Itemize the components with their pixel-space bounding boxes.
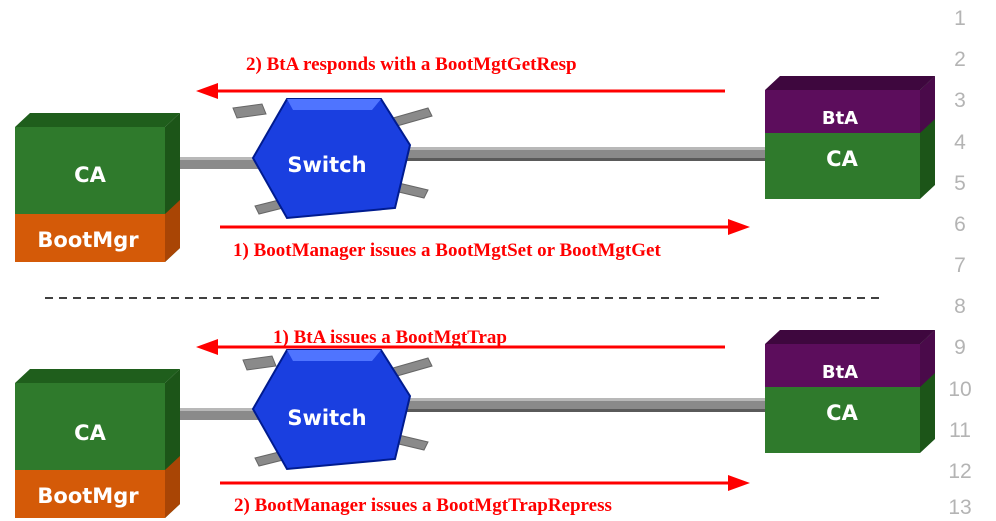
trap-arrow-left [196, 339, 725, 355]
left-bootmgr-label: BootMgr [37, 484, 139, 508]
line-number: 8 [954, 295, 966, 318]
cable-right [390, 147, 775, 161]
response-arrow-left [196, 83, 725, 99]
right-bta-label: BtA [822, 362, 858, 383]
left-ca-block [15, 127, 165, 214]
trap-arrow-text: 1) BtA issues a BootMgtTrap [273, 327, 507, 348]
line-number: 13 [948, 496, 971, 519]
line-number: 12 [948, 460, 971, 483]
right-bta-block [765, 344, 920, 387]
left-ca-block [15, 383, 165, 470]
line-number: 6 [954, 213, 966, 236]
left-ca-label: CA [74, 163, 106, 187]
panel-1: Switch CA BootMgr BtA CA 2) BtA res [15, 54, 935, 262]
right-bta-label: BtA [822, 108, 858, 129]
switch-device: Switch [232, 98, 433, 220]
response-arrow-text: 2) BtA responds with a BootMgtGetResp [246, 54, 577, 75]
line-number: 10 [948, 378, 971, 401]
left-node: CA BootMgr [15, 113, 180, 262]
repress-arrow-right [220, 475, 750, 491]
cable-right [390, 398, 775, 412]
switch-label: Switch [287, 406, 366, 430]
right-ca-block [765, 387, 920, 453]
line-number: 3 [954, 89, 966, 112]
left-bootmgr-label: BootMgr [37, 228, 139, 252]
left-bootmgr-block [15, 214, 165, 262]
line-number: 1 [954, 7, 966, 30]
left-bootmgr-block [15, 470, 165, 518]
request-arrow-text: 1) BootManager issues a BootMgtSet or Bo… [233, 240, 661, 261]
line-number: 11 [949, 419, 971, 442]
switch-device: Switch [242, 349, 433, 471]
right-ca-label: CA [826, 147, 858, 171]
line-number: 5 [954, 172, 966, 195]
right-node: BtA CA [765, 330, 935, 453]
repress-arrow-text: 2) BootManager issues a BootMgtTrapRepre… [234, 495, 612, 516]
line-number: 2 [954, 48, 966, 71]
left-node: CA BootMgr [15, 369, 180, 518]
right-ca-block [765, 133, 920, 199]
panel-2: Switch CA BootMgr BtA CA 1) BtA iss [15, 327, 935, 518]
right-node: BtA CA [765, 76, 935, 199]
left-ca-label: CA [74, 421, 106, 445]
right-ca-label: CA [826, 401, 858, 425]
line-number: 4 [954, 131, 966, 154]
request-arrow-right [220, 219, 750, 235]
right-bta-block [765, 90, 920, 133]
line-number-gutter: 1 2 3 4 5 6 7 8 9 10 11 12 13 [948, 7, 971, 519]
line-number: 9 [954, 336, 966, 359]
switch-label: Switch [287, 153, 366, 177]
line-number: 7 [954, 254, 966, 277]
